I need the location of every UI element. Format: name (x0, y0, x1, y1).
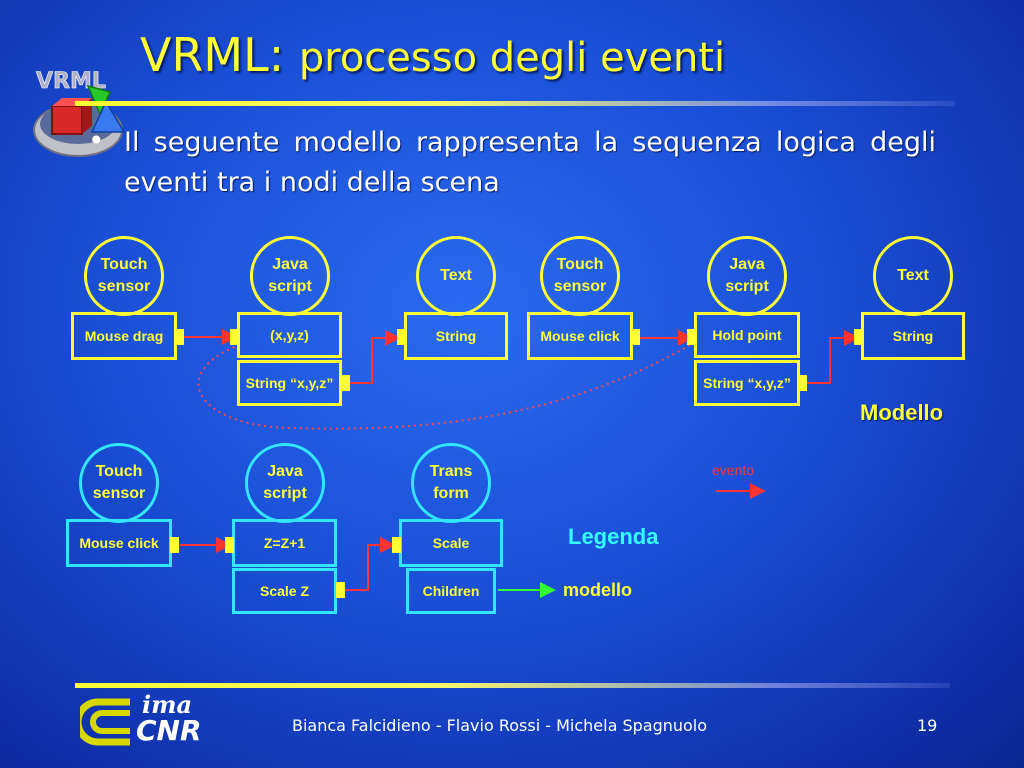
bullet-icon: • (88, 124, 105, 157)
footer-rule (75, 683, 950, 688)
dotted-route (197, 344, 691, 430)
text-node: Text (416, 236, 496, 316)
svg-text:VRML: VRML (36, 69, 106, 94)
title-part2: processo degli eventi (298, 35, 726, 81)
z-increment-field: Z=Z+1 (232, 519, 337, 567)
touch-sensor-node: Touch sensor (79, 443, 159, 523)
legend-model-label: modello (563, 580, 633, 600)
footer-authors: Bianca Falcidieno - Flavio Rossi - Miche… (292, 716, 708, 735)
logo-ima: ima (142, 690, 193, 719)
text-node: Text (873, 236, 953, 316)
input-port (392, 537, 401, 553)
output-port (631, 329, 640, 345)
title-part1: VRML: (140, 28, 285, 82)
scale-field: Scale (399, 519, 503, 567)
input-port (225, 537, 234, 553)
vrml-logo-icon: VRML (33, 69, 126, 157)
java-script-node: Java script (707, 236, 787, 316)
string-field: String (861, 312, 965, 360)
legend-event-label: evento (712, 462, 755, 478)
java-script-node: Java script (250, 236, 330, 316)
mouse-click-field: Mouse click (527, 312, 633, 360)
hold-point-field: Hold point (694, 312, 800, 358)
page-number: 19 (917, 716, 938, 735)
touch-sensor-node: Touch sensor (540, 236, 620, 316)
string-xyz-field: String “x,y,z” (694, 360, 800, 406)
scale-z-field: Scale Z (232, 568, 337, 614)
touch-sensor-node: Touch sensor (84, 236, 164, 316)
event-arrow (807, 330, 860, 384)
xyz-field: (x,y,z) (237, 312, 342, 358)
transform-node: Trans form (411, 443, 491, 523)
title-underline (75, 101, 955, 106)
input-port (397, 329, 406, 345)
input-port (230, 329, 239, 345)
output-port (341, 375, 350, 391)
children-field: Children (406, 568, 496, 614)
java-script-node: Java script (245, 443, 325, 523)
bullet-text: Il seguente modello rappresenta la seque… (124, 127, 936, 198)
cnr-mark-icon (80, 698, 130, 746)
string-xyz-field: String “x,y,z” (237, 360, 342, 406)
logo-cnr: CNR (136, 714, 202, 747)
input-port (687, 329, 696, 345)
output-port (175, 329, 184, 345)
mouse-click-field: Mouse click (66, 519, 172, 567)
modello-caption: Modello (860, 400, 944, 425)
output-port (336, 582, 345, 598)
event-arrow (345, 537, 396, 591)
output-port (798, 375, 807, 391)
slide-title: VRML: processo degli eventi (140, 28, 725, 82)
legend-title: Legenda (568, 524, 659, 549)
cnr-logo: ima CNR (80, 690, 210, 750)
input-port (854, 329, 863, 345)
mouse-drag-field: Mouse drag (71, 312, 177, 360)
output-port (170, 537, 179, 553)
event-arrow (350, 330, 401, 384)
string-field: String (404, 312, 508, 360)
